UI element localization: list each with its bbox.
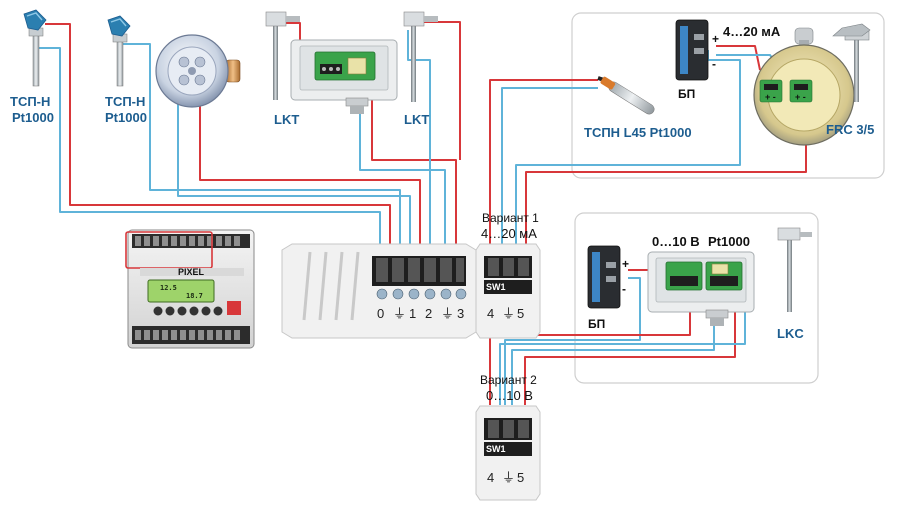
terminal-label: ⏚ bbox=[502, 306, 515, 321]
lcd-display bbox=[147, 279, 215, 303]
lkt-sensor-1 bbox=[265, 11, 398, 114]
label-lkt-2: LKT bbox=[404, 112, 429, 127]
wire-lkt2-red bbox=[420, 21, 461, 160]
label-variant2-title: Вариант 2 bbox=[480, 373, 537, 387]
duct-sensor-icon bbox=[787, 232, 792, 312]
lcd-line-1: 12.5 bbox=[160, 284, 177, 292]
terminal-label: 2 bbox=[425, 306, 432, 321]
label-tsp-h-1: ТСП-Н bbox=[10, 94, 50, 109]
terminal-label: 3 bbox=[457, 306, 464, 321]
terminal-label: 4 bbox=[487, 470, 494, 485]
lkt-sensor-2 bbox=[403, 11, 438, 102]
tsp-h-sensor-2 bbox=[107, 15, 131, 87]
terminal-label: 1 bbox=[409, 306, 416, 321]
wire-lkt2-blue bbox=[407, 30, 431, 258]
lkc-transmitter bbox=[647, 251, 755, 326]
label-bp-top: БП bbox=[678, 87, 695, 101]
wire-l45-blue bbox=[501, 87, 598, 258]
terminal-label: ⏚ bbox=[441, 306, 454, 321]
wire-tsp2-blue bbox=[122, 43, 401, 258]
wire-bp-top-plus bbox=[716, 45, 761, 71]
label-voltage-range: 0…10 В bbox=[652, 234, 700, 249]
temperature-probe-icon bbox=[116, 39, 124, 87]
label-lkc: LKC bbox=[777, 326, 804, 341]
wire-lkt1-red-b bbox=[371, 95, 457, 258]
temperature-probe-icon bbox=[32, 33, 40, 87]
label-pt1000-1: Pt1000 bbox=[12, 110, 54, 125]
label-plus-bottom: + bbox=[622, 257, 629, 271]
duct-sensor-icon bbox=[411, 12, 416, 102]
label-tspn-l45: ТСПН L45 Pt1000 bbox=[584, 125, 692, 140]
tsp-h-sensor-1 bbox=[23, 9, 47, 87]
wire-head-blue bbox=[177, 100, 411, 258]
label-tsp-h-2: ТСП-Н bbox=[105, 94, 145, 109]
label-variant1-range: 4…20 мА bbox=[481, 226, 537, 241]
variant1-terminal-numbers: 4 ⏚ 5 bbox=[487, 306, 524, 321]
label-minus-bottom: - bbox=[622, 282, 626, 296]
main-terminal-block bbox=[281, 243, 477, 339]
terminal-label: 5 bbox=[517, 306, 524, 321]
label-frc: FRC 3/5 bbox=[826, 122, 874, 137]
sw1-top: SW1 bbox=[486, 282, 506, 292]
label-variant2-range: 0…10 В bbox=[486, 388, 533, 403]
variant2-terminal-numbers: 4 ⏚ 5 bbox=[487, 470, 524, 485]
wire-bp-bottom-minus bbox=[504, 277, 641, 405]
label-bp-bottom: БП bbox=[588, 317, 605, 331]
terminal-label: 0 bbox=[377, 306, 384, 321]
terminal-label: 4 bbox=[487, 306, 494, 321]
label-pt1000-lkc: Pt1000 bbox=[708, 234, 750, 249]
power-supply-bottom bbox=[587, 245, 621, 309]
terminal-label: ⏚ bbox=[502, 470, 515, 485]
duct-sensor-icon bbox=[273, 12, 278, 100]
frc-sensor: + - + - bbox=[753, 27, 855, 146]
label-minus-top: - bbox=[712, 57, 716, 71]
variant2-terminal-block: SW1 bbox=[475, 405, 541, 501]
lkc-sensor-probe bbox=[777, 227, 812, 312]
svg-text:+ -: + - bbox=[795, 92, 806, 102]
svg-text:+ -: + - bbox=[765, 92, 776, 102]
tspn-l45-probe bbox=[597, 76, 655, 115]
pixel-controller: PIXEL 12.5 18.7 bbox=[125, 229, 255, 349]
wire-l45-red bbox=[489, 79, 598, 258]
wire-lkc-blue-b bbox=[499, 300, 746, 405]
frc-probe-side bbox=[832, 23, 871, 102]
label-variant1-title: Вариант 1 bbox=[482, 211, 539, 225]
power-supply-top bbox=[675, 19, 709, 81]
sw1-bottom: SW1 bbox=[486, 444, 506, 454]
round-sensor-head bbox=[155, 34, 241, 108]
pixel-brand: PIXEL bbox=[178, 267, 205, 277]
main-terminal-numbers: 0 ⏚ 1 2 ⏚ 3 bbox=[377, 306, 464, 321]
controller-buttons bbox=[153, 306, 223, 316]
variant1-terminal-block: SW1 bbox=[475, 243, 541, 339]
label-lkt-1: LKT bbox=[274, 112, 299, 127]
wire-lkt1-blue bbox=[359, 95, 446, 258]
label-plus-top: + bbox=[712, 32, 719, 46]
wire-lkc-red-b bbox=[524, 300, 736, 405]
terminal-label: 5 bbox=[517, 470, 524, 485]
lcd-line-2: 18.7 bbox=[186, 292, 203, 300]
wire-tsp1-red bbox=[45, 23, 391, 258]
label-current-range: 4…20 мА bbox=[723, 24, 781, 39]
wire-lkc-red bbox=[489, 300, 691, 405]
terminal-label: ⏚ bbox=[393, 306, 406, 321]
label-pt1000-2: Pt1000 bbox=[105, 110, 147, 125]
